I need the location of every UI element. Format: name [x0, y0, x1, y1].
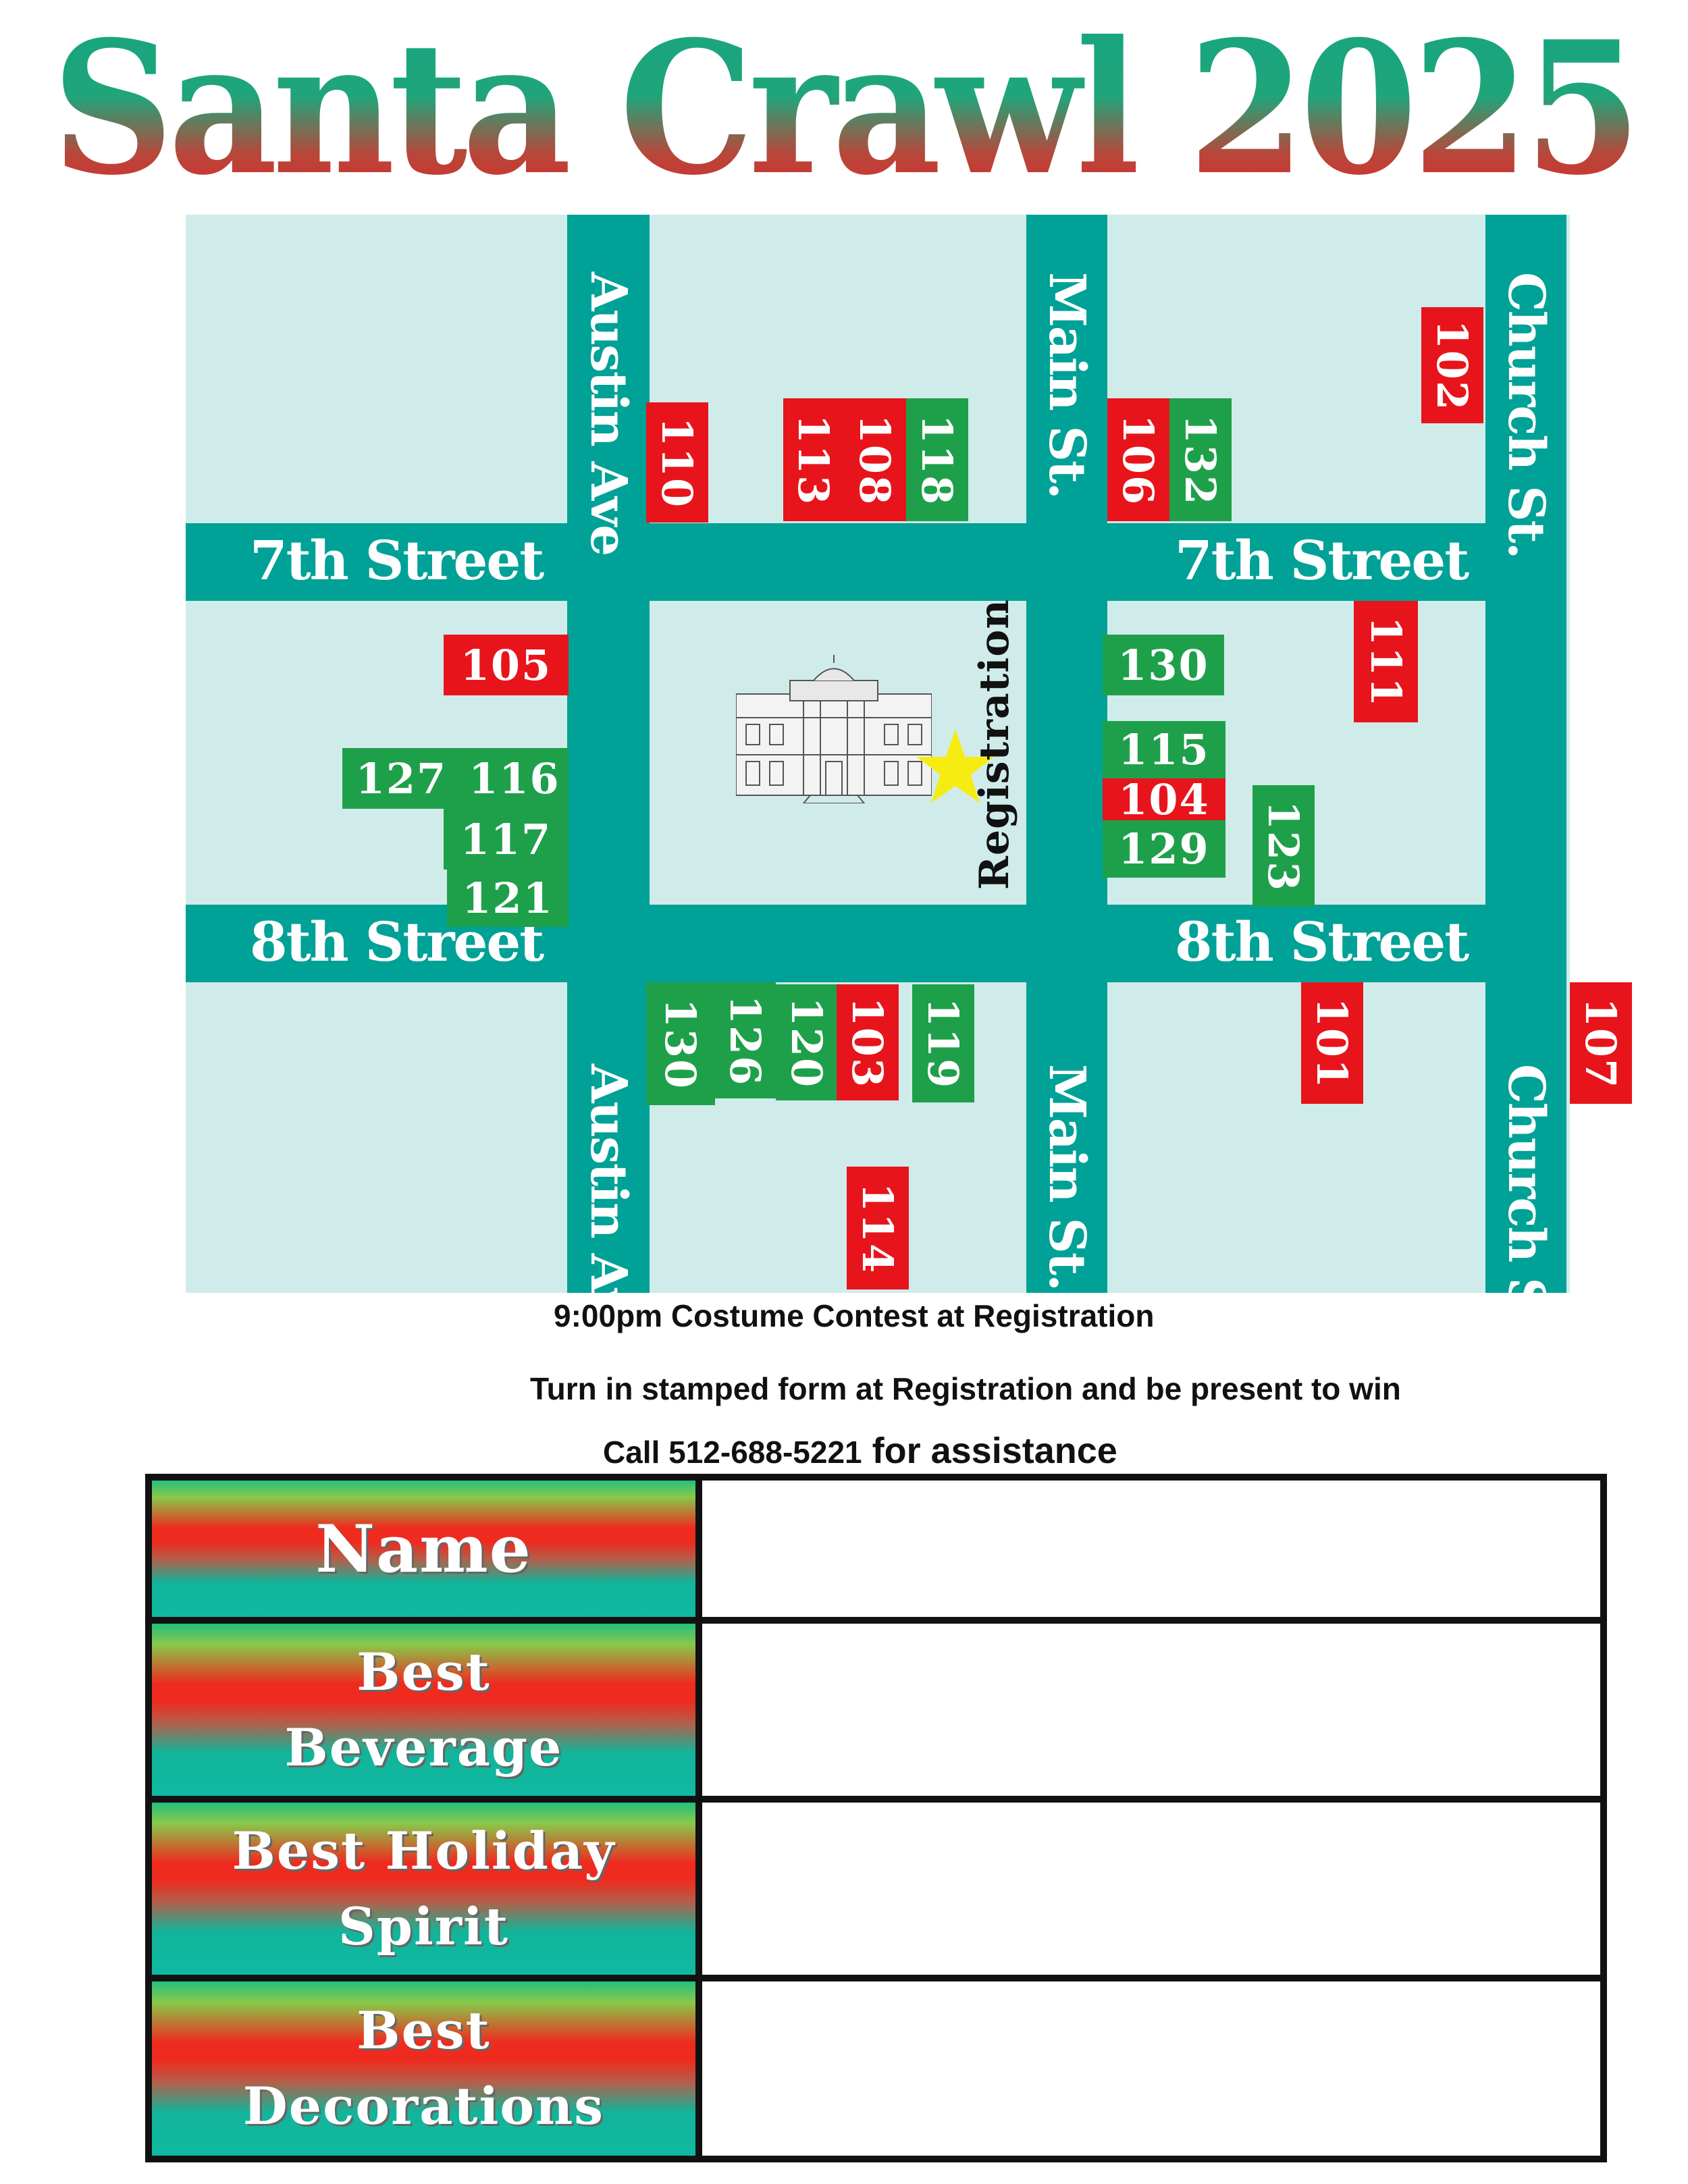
ballot-label-name: Name	[152, 1481, 702, 1617]
stop-marker: 132	[1169, 398, 1232, 521]
street-label-main-bottom: Main St.	[1038, 1064, 1096, 1290]
stop-marker: 119	[912, 984, 974, 1102]
stop-marker: 117	[444, 809, 569, 870]
stop-marker: 114	[847, 1167, 909, 1289]
ballot-label-line: Beverage	[284, 1717, 563, 1778]
assistance-phone: Call 512-688-5221	[603, 1435, 862, 1470]
event-title: Santa Crawl 2025	[0, 0, 1688, 225]
ballot-label-line: Best	[357, 2000, 491, 2060]
stop-marker: 111	[1354, 601, 1418, 722]
assistance-note: Call 512-688-5221 for assistance	[603, 1430, 1117, 1472]
ballot-row-best-holiday-spirit: Best Holiday Spirit	[152, 1803, 1600, 1981]
stop-marker: 105	[444, 635, 569, 695]
road-8th-street	[186, 905, 1485, 982]
turn-in-note: Turn in stamped form at Registration and…	[530, 1371, 1401, 1406]
stop-marker: 127	[342, 748, 460, 809]
stop-marker: 126	[715, 982, 776, 1098]
street-label-8th-right: 8th Street	[1175, 910, 1469, 974]
stop-marker: 108	[844, 398, 906, 521]
street-label-main-top: Main St.	[1038, 272, 1096, 498]
ballot-row-best-decorations: Best Decorations	[152, 1981, 1600, 2156]
street-label-church-bottom: Church St.	[1497, 1064, 1555, 1350]
stop-marker: 106	[1107, 398, 1169, 521]
street-map: 7th Street 7th Street 8th Street 8th Str…	[186, 215, 1632, 1350]
stop-marker: 107	[1570, 982, 1632, 1104]
courthouse-icon	[736, 655, 932, 803]
registration-label: Registration	[971, 599, 1018, 890]
street-label-church-top: Church St.	[1497, 272, 1555, 558]
stop-marker: 130	[646, 982, 715, 1105]
stop-marker: 120	[776, 984, 838, 1100]
stop-marker: 130	[1103, 635, 1224, 695]
stop-marker: 101	[1301, 982, 1363, 1104]
street-label-austin-top: Austin Ave	[579, 272, 637, 556]
best-beverage-entry-field[interactable]	[702, 1624, 1600, 1796]
ballot-row-name: Name	[152, 1481, 1600, 1624]
ballot-label-line: Best	[357, 1641, 491, 1702]
ballot-label-line: Best Holiday	[232, 1820, 616, 1881]
road-7th-street	[186, 523, 1485, 601]
name-entry-field[interactable]	[702, 1481, 1600, 1617]
ballot-label-best-holiday-spirit: Best Holiday Spirit	[152, 1803, 702, 1975]
stop-marker: 129	[1103, 820, 1225, 878]
road-main-st	[1026, 215, 1107, 1293]
ballot-form: Name Best Beverage Best Holiday Spirit B…	[145, 1474, 1607, 2162]
ballot-row-best-beverage: Best Beverage	[152, 1624, 1600, 1803]
ballot-label-line: Spirit	[338, 1896, 509, 1956]
ballot-label-best-beverage: Best Beverage	[152, 1624, 702, 1796]
road-church-st	[1485, 215, 1566, 1293]
stop-marker: 113	[783, 398, 844, 521]
stop-marker: 110	[646, 402, 708, 523]
costume-contest-note: 9:00pm Costume Contest at Registration	[554, 1298, 1155, 1333]
street-label-7th-right: 7th Street	[1175, 529, 1469, 592]
stop-marker: 116	[460, 748, 569, 809]
stop-marker: 123	[1252, 785, 1315, 907]
street-label-7th-left: 7th Street	[250, 529, 544, 592]
stop-marker: 102	[1421, 307, 1483, 423]
stop-marker: 104	[1103, 775, 1225, 824]
star-icon	[916, 729, 995, 803]
assistance-suffix: for assistance	[862, 1431, 1117, 1471]
stop-marker: 121	[447, 870, 569, 927]
stop-marker: 115	[1103, 721, 1225, 778]
ballot-label-line: Name	[315, 1510, 532, 1587]
ballot-label-best-decorations: Best Decorations	[152, 1981, 702, 2156]
best-holiday-spirit-entry-field[interactable]	[702, 1803, 1600, 1975]
best-decorations-entry-field[interactable]	[702, 1981, 1600, 2156]
ballot-label-line: Decorations	[242, 2076, 605, 2136]
stop-marker: 118	[906, 398, 968, 521]
stop-marker: 103	[837, 984, 899, 1100]
road-austin-ave	[567, 215, 650, 1293]
